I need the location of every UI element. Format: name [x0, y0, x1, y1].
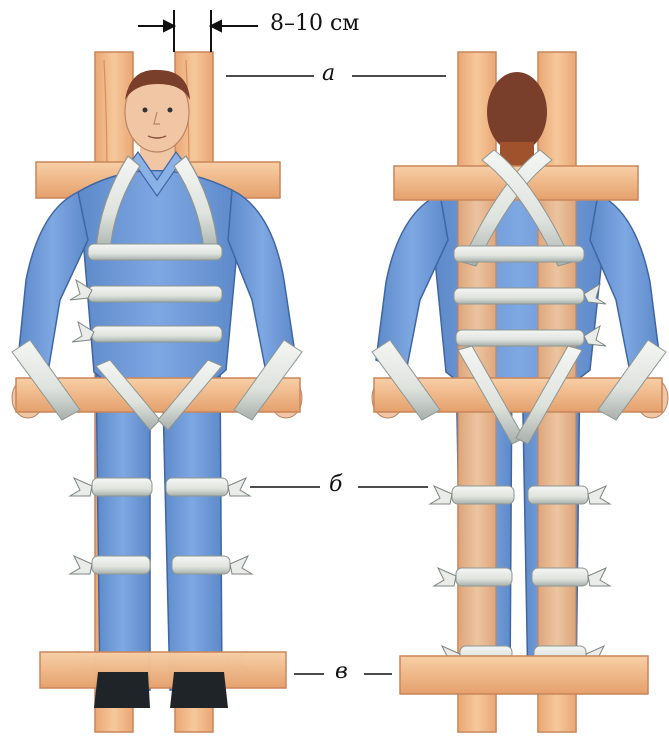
label-b: б — [329, 474, 342, 496]
dimension-marker — [138, 10, 258, 52]
front-figure — [12, 52, 302, 732]
dimension-label: 8–10 см — [270, 13, 359, 35]
back-chest-bandages — [454, 246, 584, 346]
label-a: а — [322, 63, 335, 85]
back-figure — [372, 52, 668, 732]
front-chest-bandages — [88, 244, 222, 342]
back-foot-crossbar — [400, 656, 648, 694]
label-v: в — [335, 661, 348, 683]
front-foot-crossbar — [40, 652, 286, 688]
